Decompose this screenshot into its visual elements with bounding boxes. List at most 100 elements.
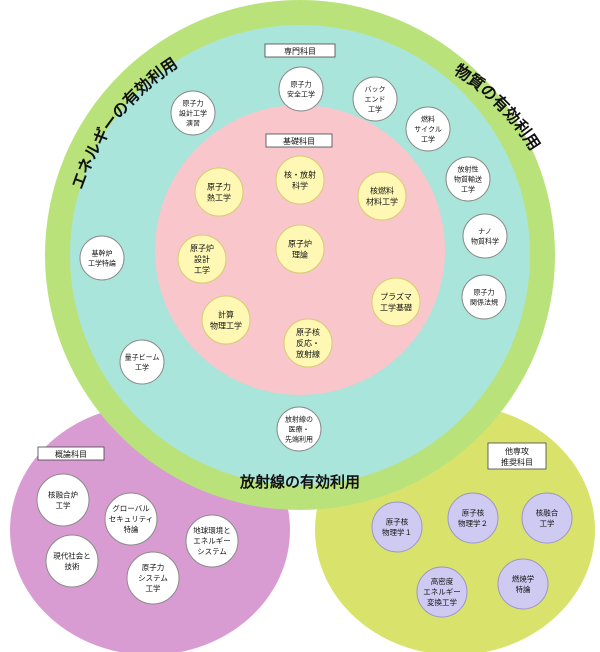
course-label-line: 科学	[292, 180, 308, 190]
course-bubble	[276, 406, 322, 452]
ring-label-radiation: 放射線の有効利用	[239, 473, 360, 491]
course-bubble	[283, 318, 333, 368]
box-label-overview: 概論科目	[55, 449, 87, 459]
course-label-line: 演習	[186, 118, 200, 127]
course-bubble	[371, 501, 423, 553]
course-label-line: 放射線の	[285, 414, 313, 423]
course-label-line: 原子力	[291, 79, 312, 88]
course-label-line: 反応・	[296, 338, 320, 348]
course-label-line: 物理学１	[382, 527, 412, 537]
course-bubble	[416, 566, 468, 618]
course-label-line: 核融合炉	[48, 489, 78, 499]
box-label-specialized: 専門科目	[284, 46, 316, 56]
course-label-line: 放射線	[296, 349, 320, 359]
course-bubble	[104, 492, 158, 546]
course-label-line: 材料工学	[366, 196, 398, 206]
course-bubble	[357, 171, 407, 221]
course-label-line: 原子核	[462, 507, 485, 517]
course-label-line: システム	[197, 547, 227, 556]
course-label-line: 核融合	[536, 507, 559, 517]
course-bubble	[445, 156, 491, 202]
course-label-line: 設計工学	[179, 108, 207, 117]
course-label-line: セキュリティ	[109, 515, 154, 524]
course-label-line: 基幹炉	[92, 248, 113, 257]
course-label-line: 地球環境と	[193, 525, 231, 535]
course-label-line: 物質科学	[471, 236, 499, 245]
course-label-line: 工学	[146, 583, 161, 593]
course-bubble	[497, 558, 549, 610]
courses-layer: 核・放射科学原子力熱工学核燃料材料工学原子炉設計工学原子炉理論プラズマ工学基礎計…	[36, 66, 573, 618]
course-label-line: 特論	[516, 584, 531, 594]
course-label-line: 量子ビーム	[125, 352, 160, 361]
course-label-line: 高密度	[431, 576, 454, 586]
course-label-line: 物理工学	[210, 320, 242, 330]
box-basic: 基礎科目	[265, 133, 333, 148]
course-label-line: 原子力	[207, 181, 231, 191]
course-label-line: 工学	[368, 104, 382, 113]
course-label-line: 原子力	[183, 98, 204, 107]
course-bubble	[185, 514, 239, 568]
course-label-line: 工学	[56, 500, 71, 510]
course-label-line: 計算	[218, 309, 234, 319]
course-label-line: 設計	[194, 254, 210, 264]
course-label-line: 燃焼学	[512, 573, 535, 583]
box-label-other-major-2: 推奨科目	[501, 457, 533, 467]
box-other-major: 他専攻 推奨科目	[487, 442, 547, 470]
course-label-line: システム	[138, 574, 168, 583]
course-bubble	[275, 155, 325, 205]
course-label-line: エンド	[365, 95, 386, 103]
course-label-line: 工学	[461, 184, 475, 193]
course-bubble	[201, 295, 251, 345]
course-label-line: プラズマ	[380, 291, 412, 301]
course-bubble	[371, 277, 421, 327]
course-label-line: 原子炉	[190, 243, 214, 253]
course-label-line: サイクル	[414, 125, 442, 133]
course-label-line: グローバル	[112, 503, 150, 513]
box-overview: 概論科目	[37, 446, 105, 461]
course-bubble	[194, 167, 244, 217]
course-label-line: 物理学２	[458, 518, 488, 528]
course-label-line: 核燃料	[370, 185, 394, 195]
course-label-line: 原子力	[474, 287, 495, 296]
course-bubble	[45, 534, 99, 588]
course-label-line: 工学	[194, 265, 210, 275]
box-label-basic: 基礎科目	[283, 136, 315, 146]
course-label-line: 関係法規	[470, 297, 498, 306]
course-label-line: 現代社会と	[53, 550, 91, 560]
course-label-line: 燃料	[421, 114, 435, 123]
course-label-line: ナノ	[478, 227, 492, 235]
course-label-line: 工学	[421, 134, 435, 143]
course-bubble	[170, 90, 216, 136]
box-label-other-major-1: 他専攻	[505, 446, 529, 456]
course-label-line: 工学	[135, 362, 149, 371]
course-label-line: 原子核	[296, 327, 320, 337]
course-label-line: 安全工学	[287, 89, 315, 98]
course-label-line: 変換工学	[427, 597, 457, 607]
course-bubble	[462, 213, 508, 259]
course-label-line: 医療・	[289, 424, 310, 433]
course-label-line: エネルギー	[193, 537, 231, 546]
course-bubble	[126, 551, 180, 605]
course-label-line: 特論	[124, 524, 139, 534]
